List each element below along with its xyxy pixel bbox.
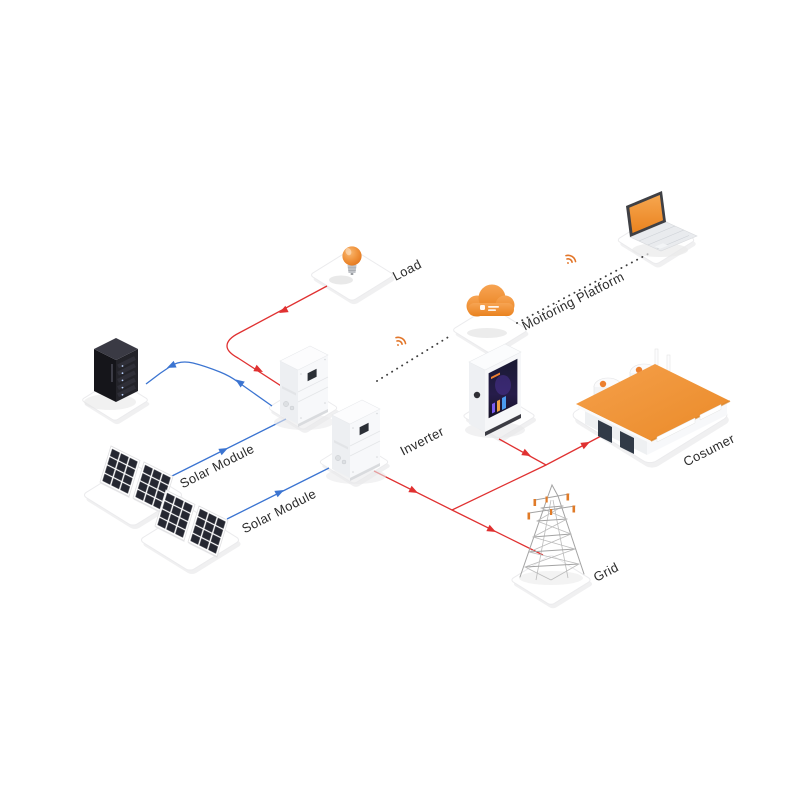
wifi-icon-left	[391, 334, 408, 350]
ac-line-load	[226, 285, 328, 394]
battery-tower-icon	[84, 338, 138, 410]
cloud-icon	[466, 284, 515, 338]
transmission-tower-icon	[519, 483, 585, 585]
dc-line-solar-1	[169, 418, 287, 478]
comm-line-inverter-cloud	[376, 335, 451, 382]
wifi-icon-right	[561, 252, 578, 268]
factory-building-icon	[576, 348, 731, 455]
dc-line-solar-2	[226, 467, 330, 520]
laptop-icon	[626, 191, 698, 257]
light-bulb-icon	[329, 246, 362, 285]
ac-line-inverter-grid	[373, 434, 604, 556]
dc-line-battery	[145, 360, 273, 407]
inverter-unit-1	[273, 345, 335, 431]
kiosk-display-icon	[465, 343, 525, 438]
comm-line-cloud-laptop	[516, 253, 649, 324]
